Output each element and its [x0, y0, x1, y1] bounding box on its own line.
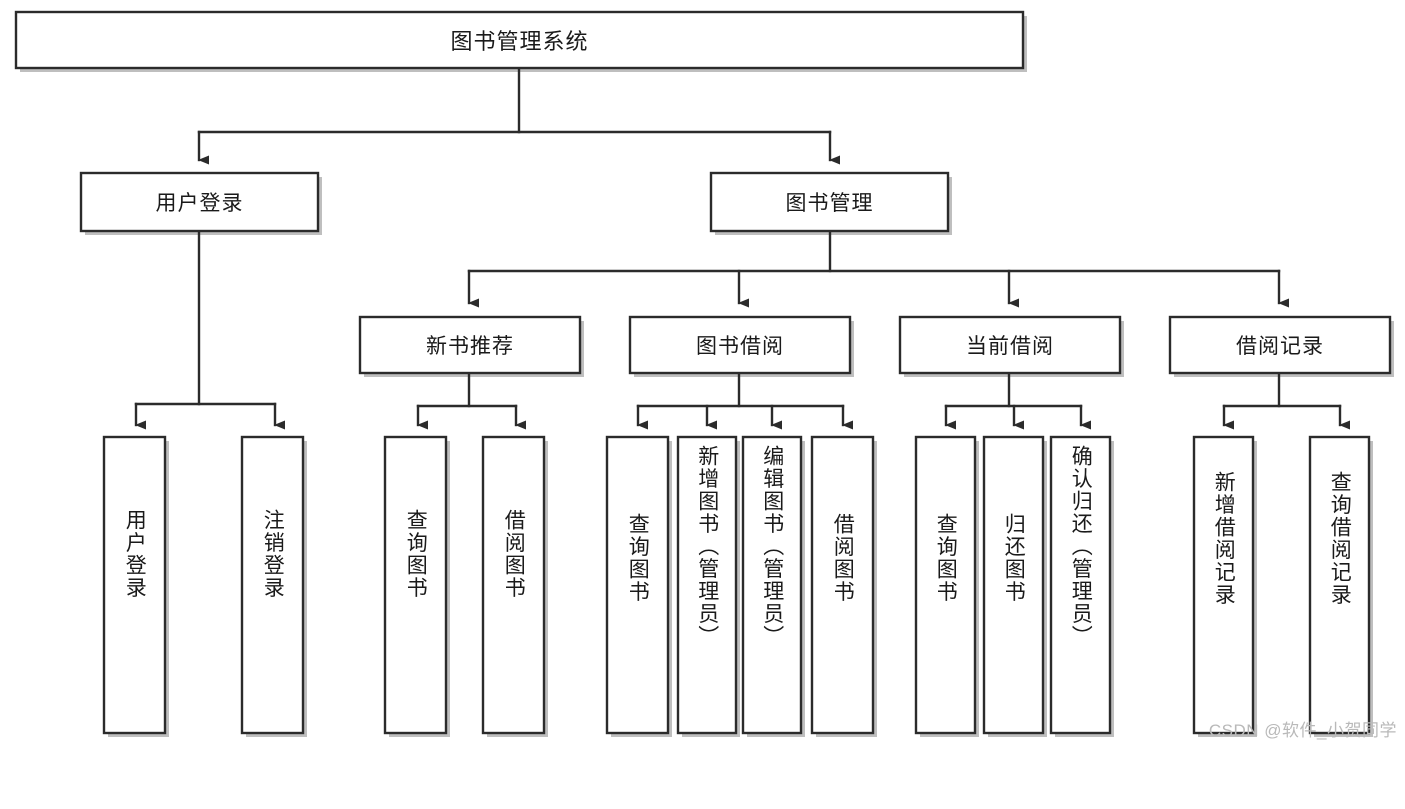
leaf-box[interactable] — [982, 435, 1045, 735]
diagram-svg — [14, 10, 1394, 737]
node-user-login-box[interactable] — [79, 171, 320, 233]
leaf-box[interactable] — [1049, 435, 1112, 735]
node-root-box[interactable] — [14, 10, 1025, 70]
node-book-manage-box[interactable] — [709, 171, 950, 233]
connector-edges — [134, 66, 1350, 430]
leaf-box[interactable] — [676, 435, 738, 735]
diagram-canvas-root: 图书管理系统 用户登录 图书管理 新书推荐 图书借阅 当前借阅 借阅记录 用户登… — [14, 10, 1397, 740]
node-rectangles — [14, 10, 1392, 735]
node-book-borrow-box[interactable] — [628, 315, 852, 375]
leaf-box[interactable] — [914, 435, 977, 735]
leaf-box[interactable] — [1192, 435, 1255, 735]
leaf-box[interactable] — [810, 435, 875, 735]
node-borrow-record-box[interactable] — [1168, 315, 1392, 375]
leaf-box[interactable] — [102, 435, 167, 735]
leaf-box[interactable] — [1308, 435, 1371, 735]
node-current-borrow-box[interactable] — [898, 315, 1122, 375]
leaf-box[interactable] — [741, 435, 803, 735]
leaf-box[interactable] — [481, 435, 546, 735]
node-new-book-box[interactable] — [358, 315, 582, 375]
leaf-box[interactable] — [383, 435, 448, 735]
leaf-box[interactable] — [240, 435, 305, 735]
leaf-box[interactable] — [605, 435, 670, 735]
